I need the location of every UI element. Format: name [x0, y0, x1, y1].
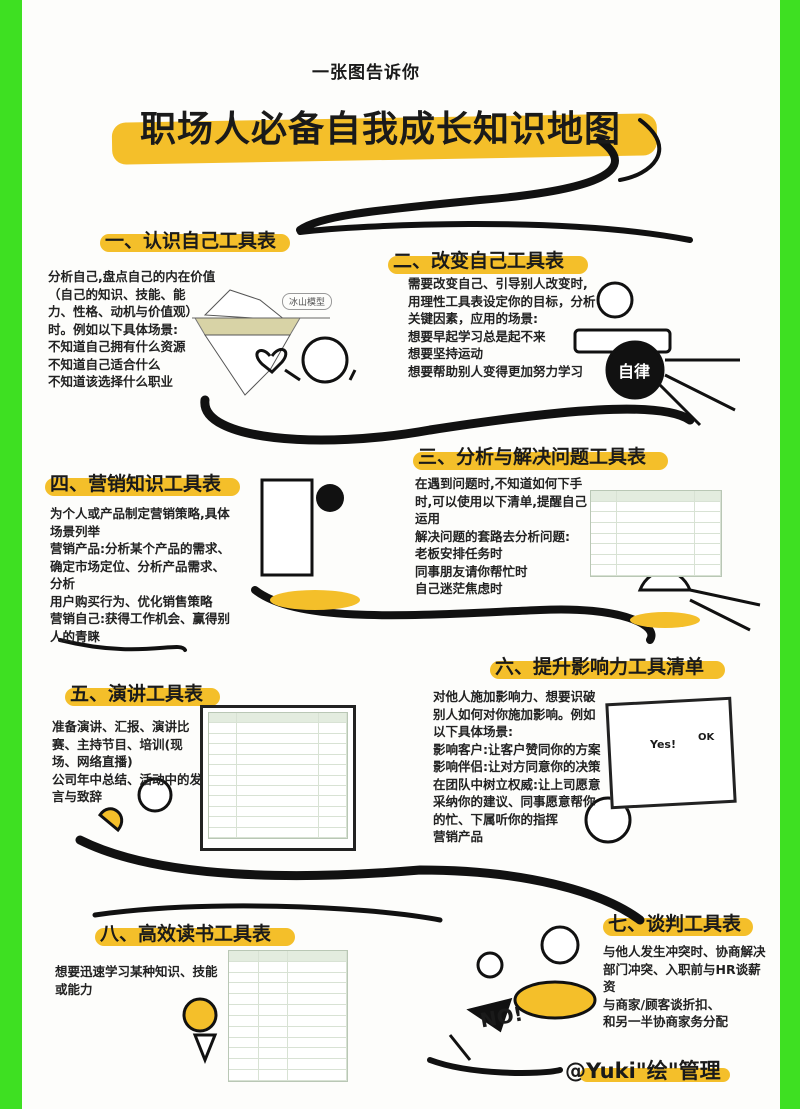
section-8-body: 想要迅速学习某种知识、技能或能力 — [55, 964, 218, 997]
section-3-body: 在遇到问题时,不知道如何下手时,可以使用以下清单,提醒自己运用解决问题的套路去分… — [415, 476, 587, 596]
page-title: 职场人必备自我成长知识地图 — [140, 109, 622, 150]
yes-bubble: Yes! — [650, 738, 676, 751]
reading-table-image — [228, 950, 348, 1082]
figure-5 — [98, 777, 173, 833]
sign-figure-4 — [260, 478, 360, 610]
path-5 — [58, 638, 187, 652]
path-3 — [200, 395, 695, 445]
section-5-heading: 五、演讲工具表 — [70, 683, 204, 705]
ok-bubble: OK — [698, 732, 715, 743]
section-2-heading: 二、改变自己工具表 — [393, 250, 565, 272]
section-1-heading: 一、认识自己工具表 — [105, 230, 277, 252]
rocket-figure — [182, 997, 218, 1065]
path-7 — [92, 903, 443, 923]
speech-table-image — [208, 712, 348, 839]
author-signature: @Yuki"绘"管理 — [565, 1059, 721, 1083]
path-2 — [297, 221, 693, 243]
problem-solving-table-image — [590, 490, 722, 577]
path-1 — [296, 136, 619, 234]
section-6-heading: 六、提升影响力工具清单 — [495, 656, 705, 678]
heading-highlight — [95, 928, 295, 946]
path-9 — [618, 118, 662, 182]
stick-figure-2 — [573, 281, 672, 400]
section-6-body: 对他人施加影响力、想要识破别人如何对你施加影响。例如以下具体场景:影响客户:让客… — [433, 689, 601, 844]
signature-highlight — [580, 1068, 730, 1082]
section-7-body: 与他人发生冲突时、协商解决部门冲突、入职前与HR谈薪资与商家/顾客谈折扣、和另一… — [603, 944, 766, 1029]
arrow-1 — [658, 358, 740, 427]
section-5-body: 准备演讲、汇报、演讲比赛、主持节目、培训(现场、网络直播)公司年中总结、活动中的… — [52, 719, 203, 804]
heading-highlight — [388, 256, 588, 274]
self-discipline-label: 自律 — [618, 362, 651, 381]
heading-highlight — [413, 452, 668, 470]
heading-highlight — [65, 688, 220, 706]
heart-icon — [255, 347, 288, 375]
section-4-body: 为个人或产品制定营销策略,具体场景列举营销产品:分析某个产品的需求、确定市场定位… — [50, 506, 230, 644]
arrow-2 — [689, 588, 761, 632]
heading-highlight — [45, 478, 240, 496]
path-6 — [75, 835, 645, 925]
figure-7 — [448, 925, 597, 1061]
influence-sign — [605, 696, 737, 810]
section-7-heading: 七、谈判工具表 — [608, 913, 742, 935]
stick-figure-1 — [255, 336, 357, 384]
section-8-heading: 八、高效读书工具表 — [100, 923, 272, 945]
section-3-heading: 三、分析与解决问题工具表 — [418, 446, 647, 468]
path-8 — [427, 1057, 563, 1076]
section-4-heading: 四、营销知识工具表 — [50, 473, 222, 495]
mushroom-figure — [630, 569, 700, 628]
subtitle: 一张图告诉你 — [312, 63, 420, 83]
iceberg-illustration — [192, 289, 330, 396]
heading-highlight — [490, 661, 725, 679]
iceberg-model-tag: 冰山模型 — [282, 293, 333, 310]
section-2-body: 需要改变自己、引导别人改变时,用理性工具表设定你的目标，分析关键因素，应用的场景… — [408, 276, 596, 379]
section-1-body: 分析自己,盘点自己的内在价值（自己的知识、技能、能力、性格、动机与价值观）时。例… — [48, 269, 216, 389]
heading-highlight — [100, 234, 290, 252]
